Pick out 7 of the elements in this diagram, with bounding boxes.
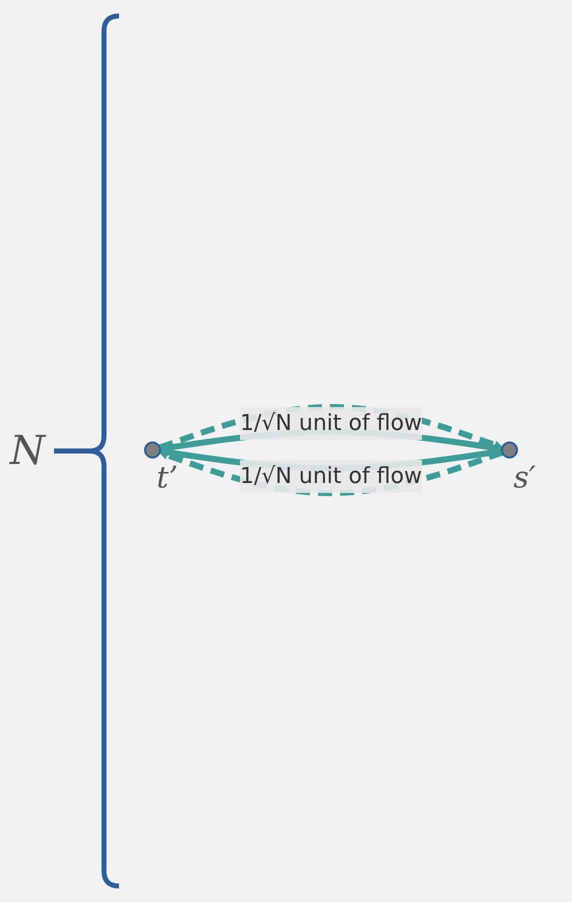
node-circle <box>144 441 162 458</box>
node-caption: s′ <box>514 460 536 496</box>
node-circle <box>501 441 518 458</box>
node-caption: t’ <box>156 460 178 496</box>
edge-label: 1/√N unit of flow <box>240 410 422 436</box>
edge-label: 1/√N unit of flow <box>240 464 422 489</box>
brace-label: N <box>10 428 45 474</box>
